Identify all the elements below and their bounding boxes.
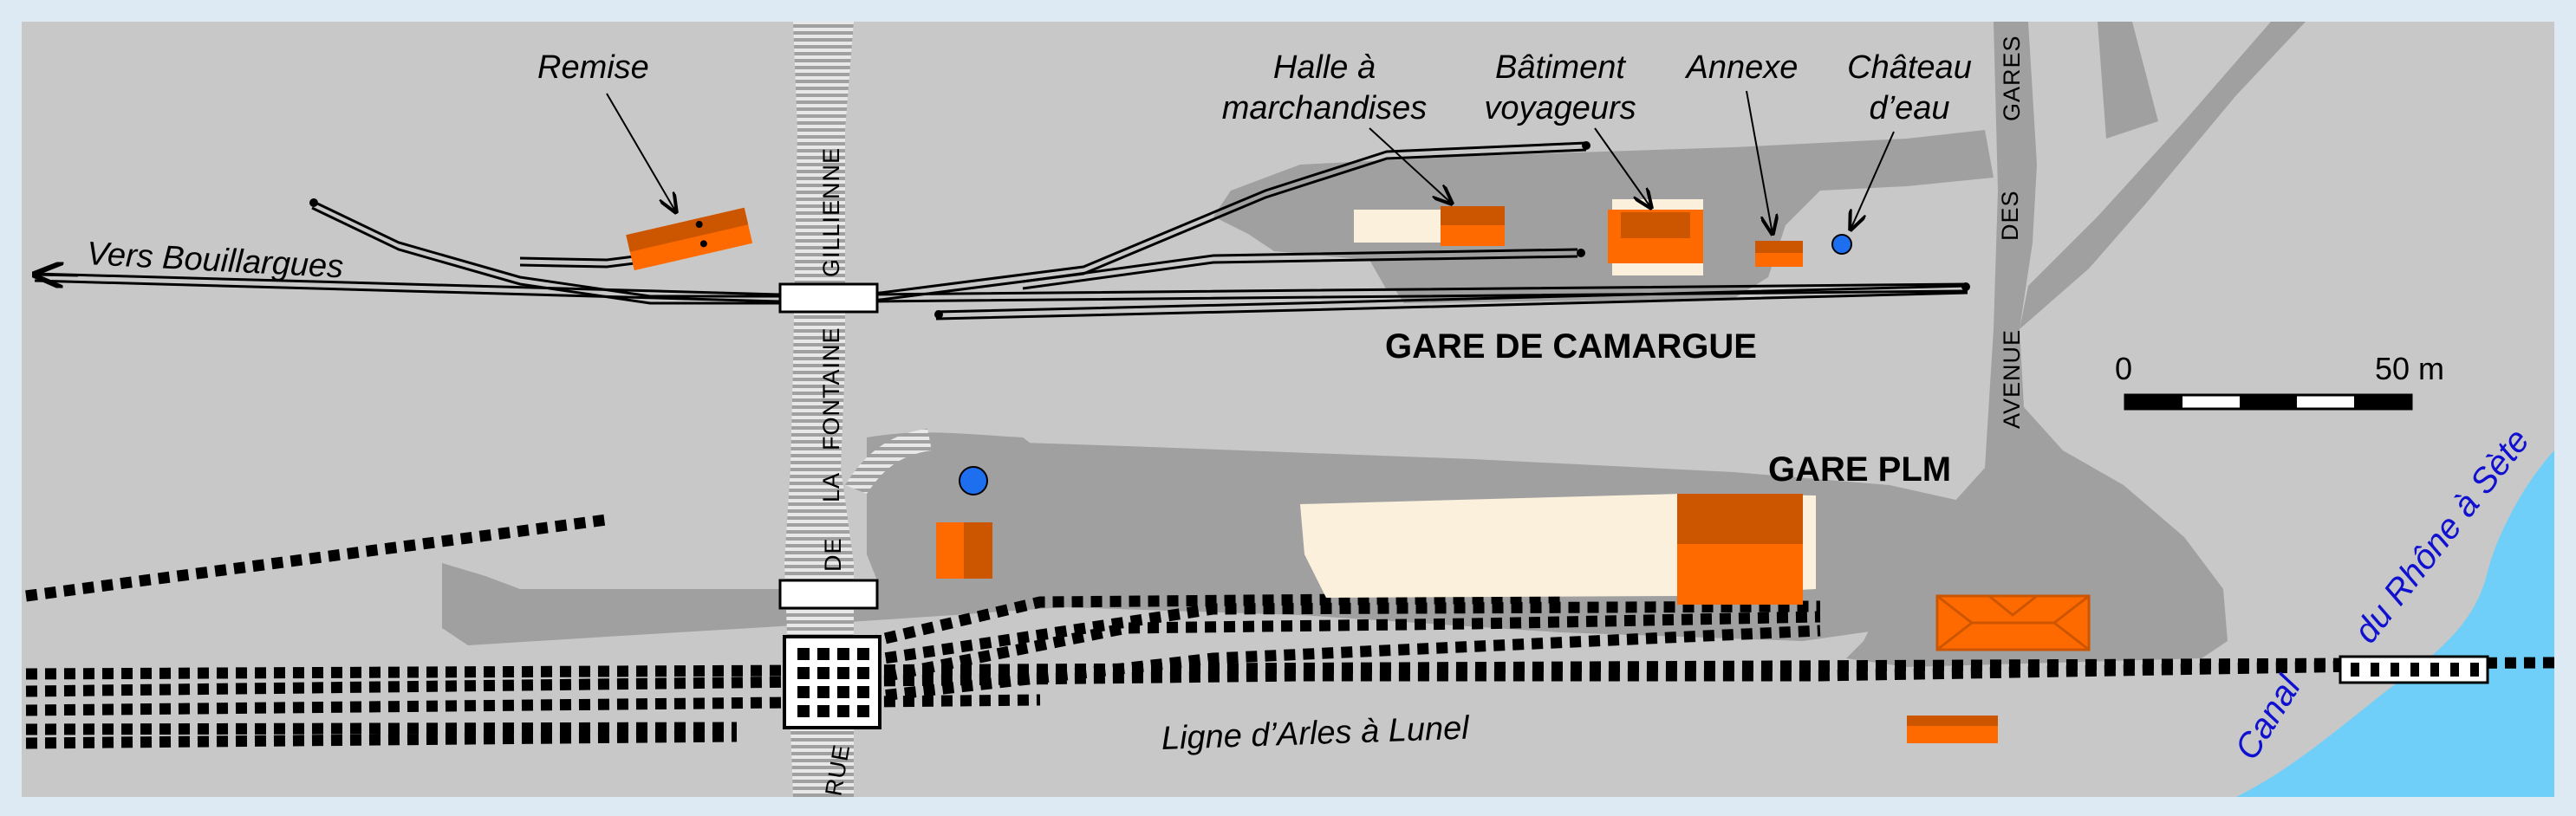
track-stops — [309, 141, 1970, 319]
street-label-avenue: AVENUE — [1999, 329, 2025, 429]
street-label-fontaine: FONTAINE — [818, 327, 844, 451]
street-label-de: DE — [820, 537, 846, 572]
label-batiment-line1: Bâtiment — [1495, 49, 1626, 86]
label-gare-plm: GARE PLM — [1768, 450, 1951, 489]
label-batiment-line2: voyageurs — [1484, 90, 1636, 126]
scale-start-label: 0 — [2115, 351, 2132, 386]
building-remise — [626, 207, 753, 271]
building-hip-roof — [1935, 594, 2091, 651]
label-chateau-line2: d’eau — [1870, 90, 1950, 126]
building-small-plm — [936, 522, 992, 579]
label-halle-line1: Halle à — [1273, 49, 1376, 86]
water-tower-camargue — [1831, 234, 1852, 255]
callout-lines — [606, 90, 1895, 234]
scale-end-label: 50 m — [2375, 351, 2444, 386]
label-chateau-line1: Château — [1847, 49, 1972, 86]
street-label-gares: GARES — [1999, 35, 2025, 121]
building-halle — [1441, 206, 1505, 246]
label-annexe: Annexe — [1685, 49, 1799, 86]
railway-lunel — [25, 514, 2555, 749]
scale-bar — [2124, 393, 2413, 411]
street-label-des: DES — [1997, 190, 2023, 241]
label-halle-line2: marchandises — [1222, 90, 1428, 126]
building-lunel-track — [1907, 716, 1998, 743]
platform-halle — [1354, 210, 1445, 243]
bridge-grid — [797, 648, 869, 717]
label-remise: Remise — [537, 49, 649, 86]
label-gare-de-camargue: GARE DE CAMARGUE — [1385, 327, 1757, 366]
bridge-canal-ties — [2351, 663, 2479, 677]
street-label-gilienne: GILLIENNE — [818, 147, 844, 277]
building-batiment-voyageurs — [1608, 210, 1703, 263]
street-branch — [845, 429, 932, 494]
street-label-la: LA — [818, 472, 844, 502]
building-annexe — [1755, 241, 1803, 267]
water-tower-plm — [959, 466, 988, 495]
canal-water — [2236, 450, 2554, 797]
building-gare-plm — [1677, 494, 1803, 605]
